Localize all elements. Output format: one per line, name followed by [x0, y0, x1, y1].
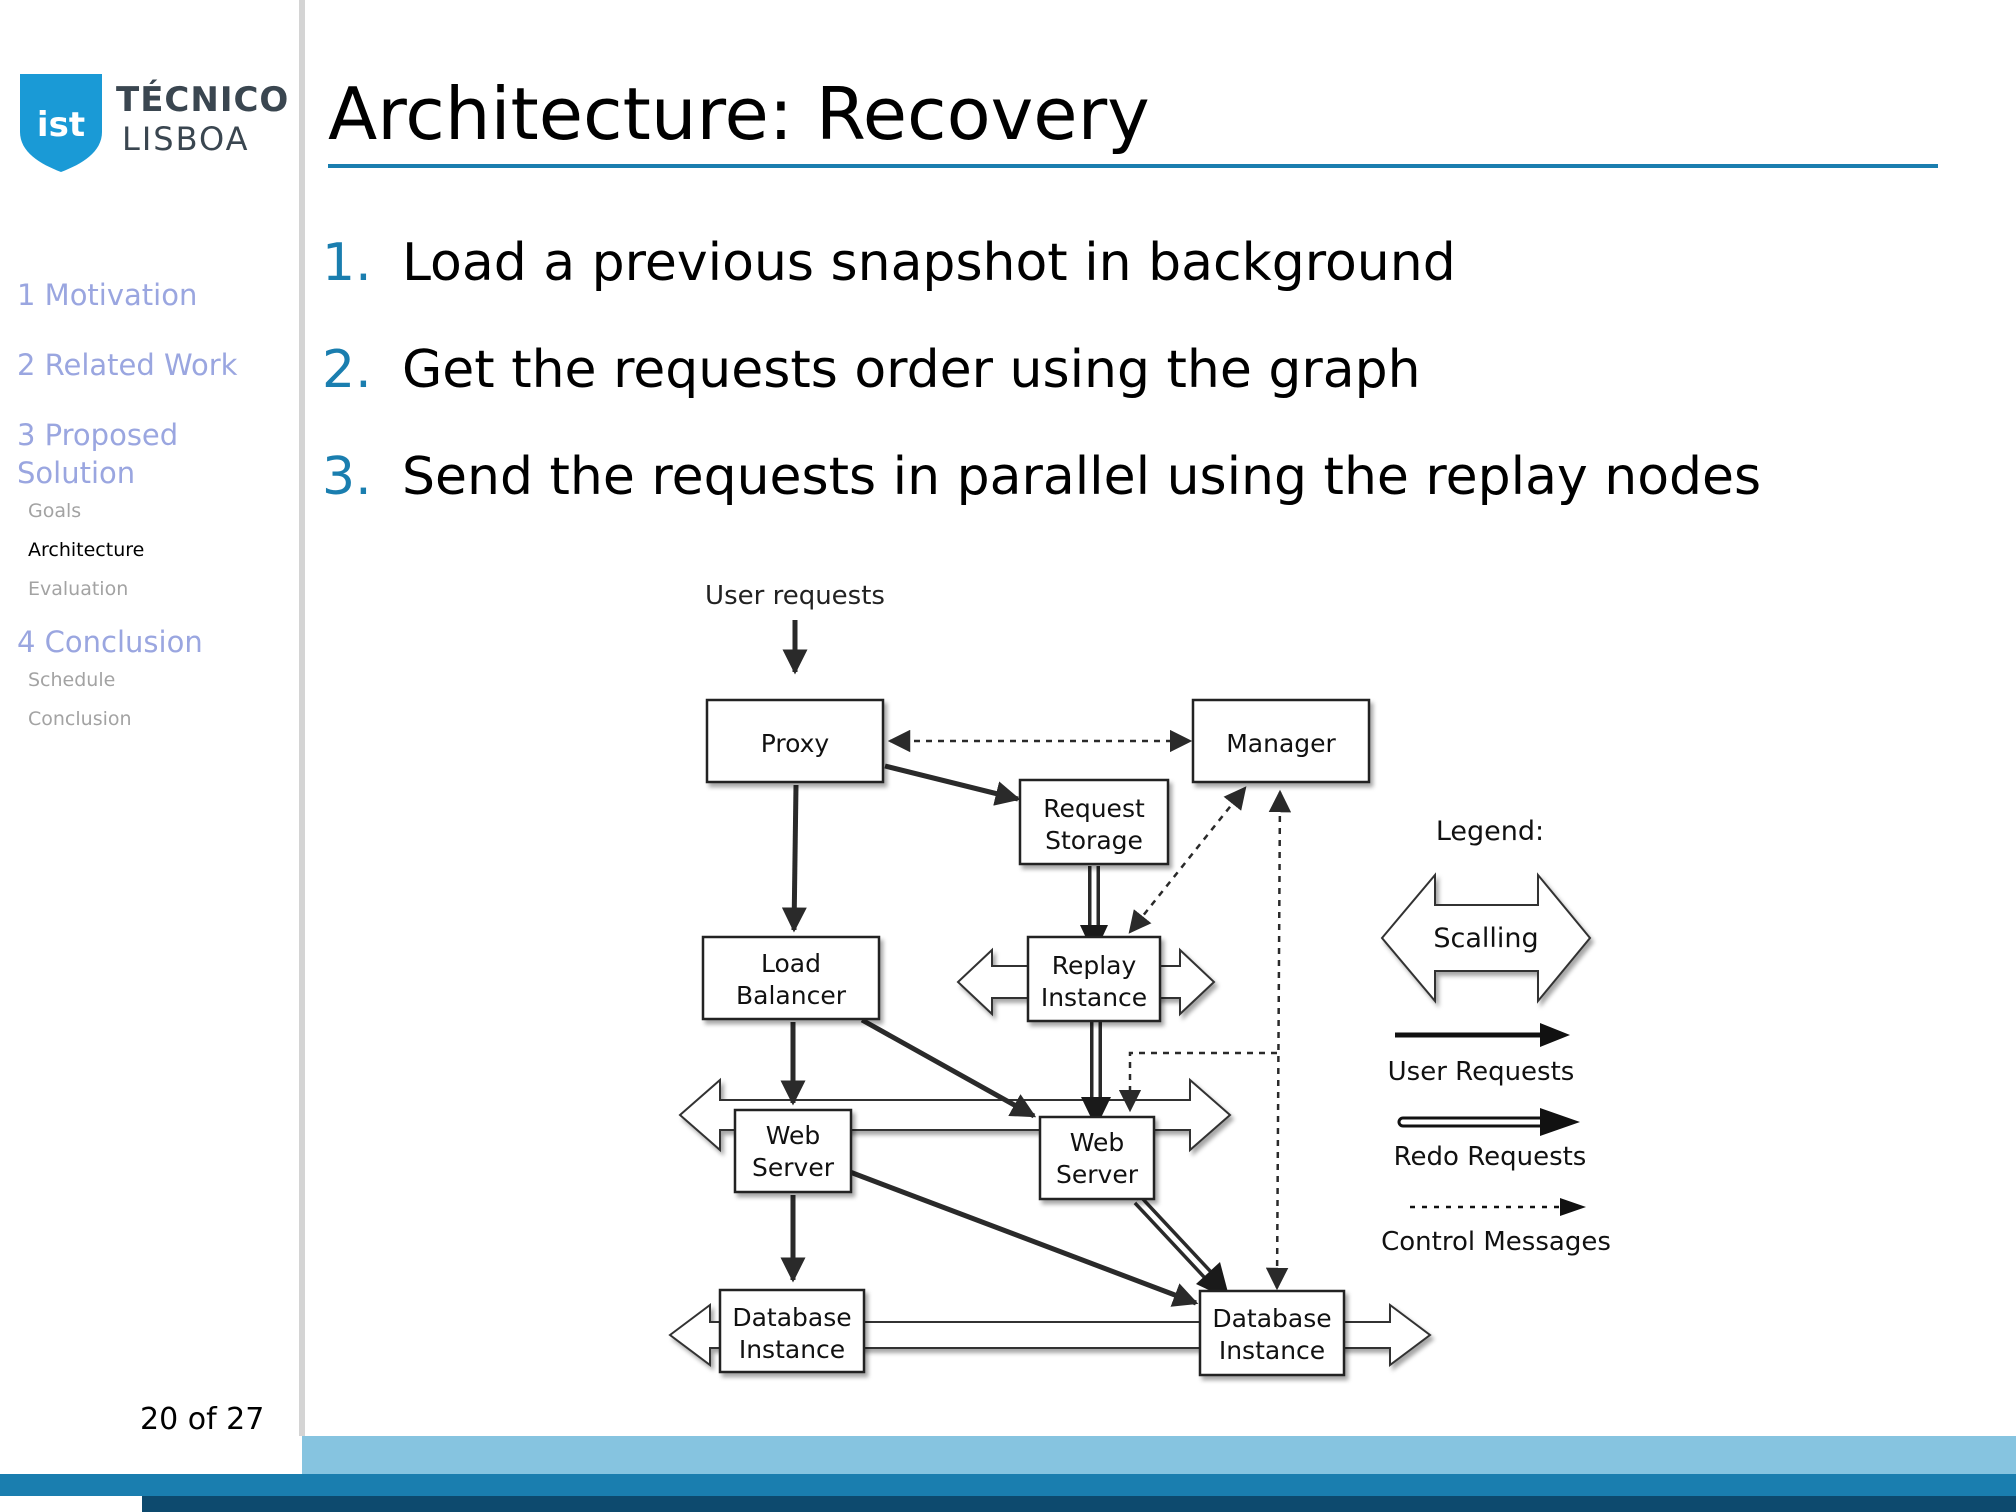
step-text: Load a previous snapshot in background	[402, 233, 1456, 293]
node-load-balancer-line1: Load	[761, 949, 821, 978]
node-db-right: Database Instance	[1198, 1289, 1346, 1377]
legend-user-requests-label: User Requests	[1388, 1057, 1575, 1087]
architecture-diagram: User requests Proxy Manager Request Stor…	[668, 581, 1611, 1377]
nav-section-related-work[interactable]: 2 Related Work	[17, 348, 238, 382]
nav-section-motivation[interactable]: 1 Motivation	[17, 278, 198, 312]
arrow-proxy-to-lb	[781, 784, 807, 933]
scaling-arrow-web-servers	[678, 1077, 1232, 1153]
step-number: 1.	[322, 233, 372, 293]
node-replay-instance: Replay Instance	[1026, 935, 1162, 1023]
node-request-storage-line2: Storage	[1045, 826, 1143, 855]
arrow-lb-to-web-right	[860, 1017, 1037, 1119]
slide-title: Architecture: Recovery	[328, 72, 1150, 156]
node-replay-instance-line1: Replay	[1052, 951, 1137, 980]
sidebar-divider	[299, 0, 305, 1436]
page-number: 20 of 27	[140, 1402, 265, 1437]
node-request-storage: Request Storage	[1018, 778, 1170, 866]
node-replay-instance-line2: Instance	[1041, 983, 1147, 1012]
section-nav: 1 Motivation 2 Related Work 3 Proposed S…	[17, 276, 287, 739]
footer-band-dark	[142, 1496, 2016, 1512]
step-item: 1. Load a previous snapshot in background	[322, 210, 1761, 317]
user-requests-input-label: User requests	[705, 581, 885, 611]
node-web-server-left: Web Server	[733, 1108, 853, 1194]
nav-sub-schedule[interactable]: Schedule	[28, 669, 116, 691]
legend-title: Legend:	[1436, 816, 1544, 847]
legend-scaling-icon	[1380, 872, 1592, 1004]
redo-replay-to-web-head	[1081, 1097, 1111, 1128]
footer-band-light	[302, 1436, 2016, 1474]
ist-shield-icon: ist	[20, 74, 102, 172]
step-text: Get the requests order using the graph	[402, 340, 1421, 400]
node-db-left-line2: Instance	[739, 1335, 845, 1364]
legend-control-messages-head	[1560, 1198, 1586, 1216]
nav-sub-evaluation[interactable]: Evaluation	[28, 578, 129, 600]
arrow-web-left-to-db-right	[849, 1169, 1199, 1307]
node-web-server-right: Web Server	[1038, 1115, 1156, 1201]
steps-list: 1. Load a previous snapshot in background…	[322, 210, 1761, 531]
node-proxy-label: Proxy	[761, 729, 830, 758]
ist-logo: ist TÉCNICO LISBOA	[20, 74, 288, 174]
legend-scaling-label: Scalling	[1433, 923, 1538, 954]
step-item: 2. Get the requests order using the graph	[322, 317, 1761, 424]
node-load-balancer: Load Balancer	[701, 935, 881, 1021]
nav-section-conclusion[interactable]: 4 Conclusion	[17, 625, 203, 659]
control-manager-web	[1118, 1051, 1277, 1113]
step-number: 2.	[322, 340, 372, 400]
title-underline	[328, 164, 1938, 168]
scaling-arrow-databases	[668, 1303, 1432, 1367]
nav-section-proposed-solution[interactable]: 3 Proposed Solution	[17, 418, 179, 490]
node-db-right-line2: Instance	[1219, 1336, 1325, 1365]
nav-sub-conclusion[interactable]: Conclusion	[28, 708, 132, 730]
step-number: 3.	[322, 447, 372, 507]
node-db-left-line1: Database	[732, 1303, 851, 1332]
legend-user-requests-head	[1540, 1023, 1570, 1047]
node-web-server-right-line2: Server	[1056, 1160, 1139, 1189]
node-db-right-line1: Database	[1212, 1304, 1331, 1333]
node-web-server-right-line1: Web	[1070, 1128, 1125, 1157]
nav-sub-architecture[interactable]: Architecture	[28, 539, 145, 561]
redo-web-to-db-fill	[1136, 1198, 1210, 1277]
node-load-balancer-line2: Balancer	[736, 981, 847, 1010]
logo-word-lisboa: LISBOA	[122, 120, 250, 158]
logo-word-tecnico: TÉCNICO	[116, 80, 290, 120]
node-manager: Manager	[1191, 698, 1371, 784]
step-item: 3. Send the requests in parallel using th…	[322, 424, 1761, 531]
nav-sub-goals[interactable]: Goals	[28, 500, 82, 522]
sidebar: ist TÉCNICO LISBOA 1 Motivation 2 Relate…	[0, 0, 300, 1437]
legend-redo-requests-label: Redo Requests	[1394, 1142, 1587, 1172]
legend-redo-requests-head	[1540, 1108, 1580, 1136]
step-text: Send the requests in parallel using the …	[402, 447, 1762, 507]
legend: Legend: Scalling User Requests Redo Requ…	[1380, 816, 1611, 1257]
node-web-server-left-line1: Web	[766, 1121, 821, 1150]
node-web-server-left-line2: Server	[752, 1153, 835, 1182]
arrow-proxy-to-storage	[884, 763, 1021, 806]
footer-band-mid	[0, 1474, 2016, 1496]
node-request-storage-line1: Request	[1043, 794, 1145, 823]
control-manager-db	[1265, 789, 1292, 1291]
node-manager-label: Manager	[1226, 729, 1336, 758]
node-proxy: Proxy	[705, 698, 885, 784]
legend-control-messages-label: Control Messages	[1381, 1227, 1611, 1257]
footer-band-gap	[0, 1496, 142, 1512]
node-db-left: Database Instance	[718, 1288, 866, 1374]
logo-monogram: ist	[37, 105, 85, 145]
